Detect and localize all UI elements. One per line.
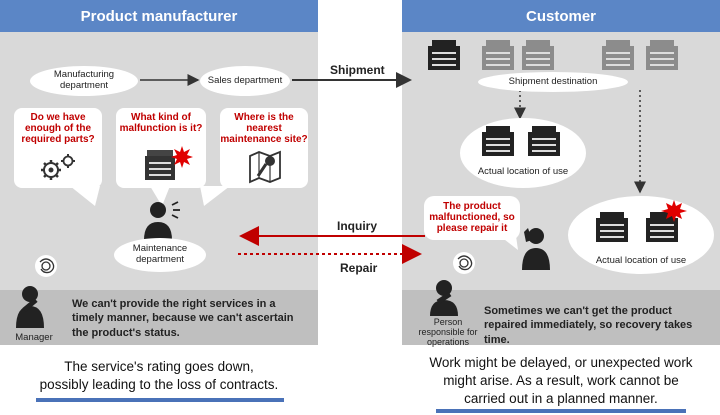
shipment-label: Shipment [330, 63, 385, 77]
customer-conclusion-underline [436, 409, 686, 413]
manager-label: Manager [15, 332, 53, 343]
shipment-destination-printers [428, 40, 678, 70]
manufacturer-band [0, 290, 318, 345]
location-1-printers [482, 126, 560, 156]
customer-message: Sometimes we can't get the product repai… [484, 305, 693, 346]
phone-person-icon [522, 228, 550, 270]
manufacturing-department: Manufacturing department [30, 66, 138, 96]
manufacturer-conclusion-line1: The service's rating goes down, [64, 359, 254, 374]
customer-conclusion-line3: carried out in a planned manner. [464, 390, 658, 406]
manufacturer-conclusion: The service's rating goes down, possibly… [0, 358, 318, 394]
gears-icon [41, 154, 75, 180]
person-responsible-label: Person responsible for operations [418, 317, 478, 348]
actual-location-1-area [460, 118, 586, 188]
map-pin-icon [249, 150, 281, 184]
location-2-printers [596, 200, 687, 242]
parts-bubble-tail [70, 186, 100, 206]
parts-question-bubble: Do we have enough of the required parts? [14, 108, 102, 188]
customer-conclusion: Work might be delayed, or unexpected wor… [402, 354, 720, 407]
maintenance-department: Maintenance department [114, 238, 206, 272]
repair-request-bubble: The product malfunctioned, so please rep… [424, 196, 520, 240]
malfunction-question: What kind of malfunction is it? [119, 112, 203, 134]
site-bubble-tail [200, 186, 230, 206]
site-question: Where is the nearest maintenance site? [220, 112, 308, 145]
inquiry-label: Inquiry [337, 219, 378, 233]
actual-location-2: Actual location of use [595, 255, 687, 266]
manufacturer-conclusion-line2: possibly leading to the loss of contract… [39, 377, 279, 393]
site-question-bubble: Where is the nearest maintenance site? [220, 108, 308, 188]
manufacturer-message: We can't provide the right services in a… [72, 298, 294, 339]
actual-location-2-area [568, 196, 714, 274]
operations-person-icon [430, 252, 475, 316]
repair-label: Repair [340, 261, 378, 275]
sales-department: Sales department [200, 66, 290, 96]
malfunctioning-printer-icon [145, 146, 193, 180]
maintenance-person-icon [144, 201, 180, 240]
alert-burst-icon [661, 200, 687, 222]
malfunction-bubble-tail [150, 186, 170, 206]
customer-conclusion-line2: might arise. As a result, work cannot be [443, 372, 679, 388]
customer-conclusion-line1: Work might be delayed, or unexpected wor… [429, 355, 693, 370]
repair-request: The product malfunctioned, so please rep… [429, 201, 515, 235]
customer-band [402, 290, 720, 345]
customer-header: Customer [402, 0, 720, 32]
shipment-destination: Shipment destination [478, 72, 628, 92]
actual-location-1: Actual location of use [477, 166, 569, 177]
manufacturer-header: Product manufacturer [0, 0, 318, 32]
manufacturer-conclusion-underline [36, 398, 284, 402]
repair-bubble-tail [500, 236, 518, 250]
manager-person-icon [16, 255, 57, 328]
malfunction-question-bubble: What kind of malfunction is it? [116, 108, 206, 188]
parts-question: Do we have enough of the required parts? [21, 112, 95, 145]
